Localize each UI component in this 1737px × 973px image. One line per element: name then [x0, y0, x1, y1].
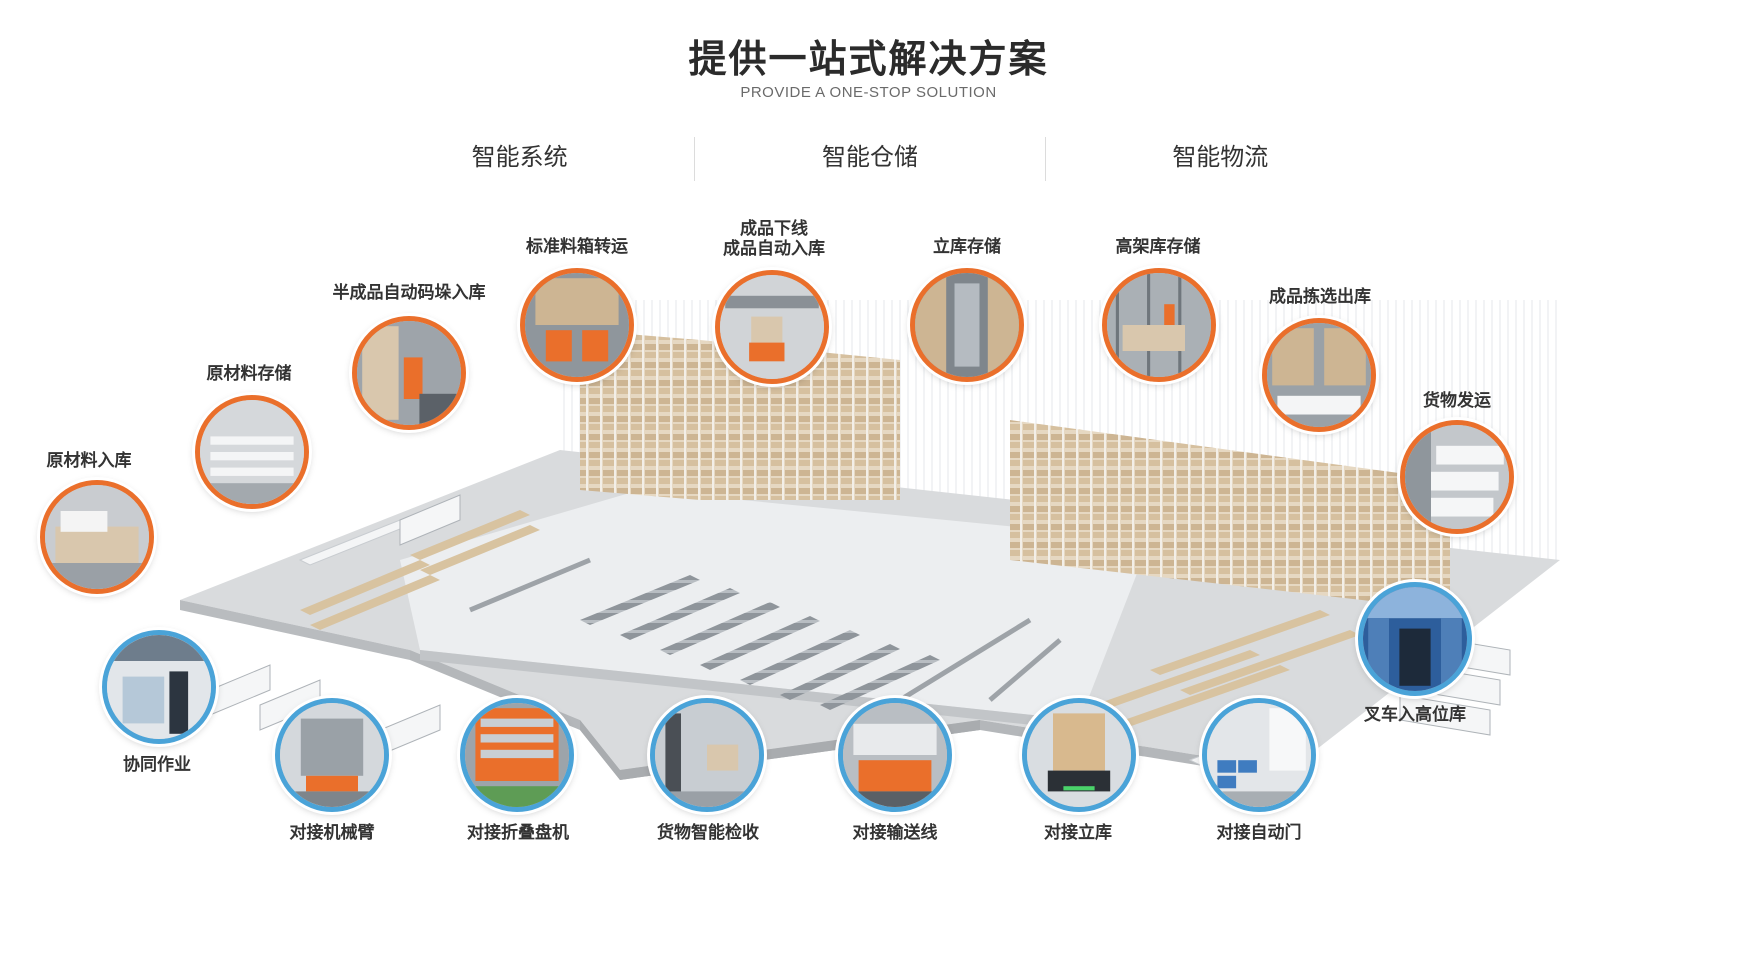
tab-smart-logistics[interactable]: 智能物流 [1172, 143, 1269, 171]
callout-inspection-label: 货物智能检收 [657, 823, 759, 843]
callout-raw-inbound-label: 原材料入库 [46, 451, 132, 471]
callout-auto-door-label: 对接自动门 [1216, 823, 1302, 843]
tab-divider [694, 137, 696, 181]
callout-semi-stacking-label: 半成品自动码垛入库 [332, 283, 486, 303]
callout-stereo-storage-label: 立库存储 [933, 237, 1001, 257]
callout-picking-outbound-image [1262, 318, 1376, 432]
callout-stereo-dock-label: 对接立库 [1044, 823, 1112, 843]
callout-highbay-storage-label: 高架库存储 [1115, 237, 1201, 257]
callout-conveyor-image [838, 698, 952, 812]
callout-raw-storage-image [195, 395, 309, 509]
callout-semi-stacking-image [352, 316, 466, 430]
callout-raw-storage-label: 原材料存储 [206, 364, 292, 384]
callout-raw-inbound-image [40, 480, 154, 594]
callout-stereo-dock-image [1022, 698, 1136, 812]
callout-picking-outbound-label: 成品拣选出库 [1269, 287, 1371, 307]
callout-offline-label-line1: 成品下线 [740, 219, 808, 239]
callout-offline-label-line2: 成品自动入库 [723, 239, 825, 259]
tab-divider [1044, 137, 1046, 181]
callout-auto-door-image [1202, 698, 1316, 812]
tab-smart-system[interactable]: 智能系统 [471, 143, 568, 171]
callout-offline-image [715, 270, 829, 384]
callout-forklift-highbay-label: 叉车入高位库 [1364, 705, 1466, 725]
solution-tabs: 智能系统 智能仓储 智能物流 [345, 135, 1395, 185]
callout-collaboration-label: 协同作业 [123, 755, 191, 775]
page-subtitle: PROVIDE A ONE-STOP SOLUTION [740, 84, 997, 101]
callout-shipping-label: 货物发运 [1423, 391, 1491, 411]
callout-highbay-storage-image [1102, 268, 1216, 382]
callout-bin-transfer-label: 标准料箱转运 [526, 237, 628, 257]
callout-robot-arm-image [275, 698, 389, 812]
callout-pallet-folder-label: 对接折叠盘机 [467, 823, 569, 843]
tab-smart-storage[interactable]: 智能仓储 [821, 143, 918, 171]
callout-bin-transfer-image [520, 268, 634, 382]
callout-shipping-image [1400, 420, 1514, 534]
callout-robot-arm-label: 对接机械臂 [289, 823, 375, 843]
callout-stereo-storage-image [910, 268, 1024, 382]
callout-collaboration-image [102, 630, 216, 744]
callout-inspection-image [650, 698, 764, 812]
callout-conveyor-label: 对接输送线 [852, 823, 938, 843]
callout-pallet-folder-image [460, 698, 574, 812]
callout-forklift-highbay-image [1358, 582, 1472, 696]
page-title: 提供一站式解决方案 [688, 37, 1049, 81]
